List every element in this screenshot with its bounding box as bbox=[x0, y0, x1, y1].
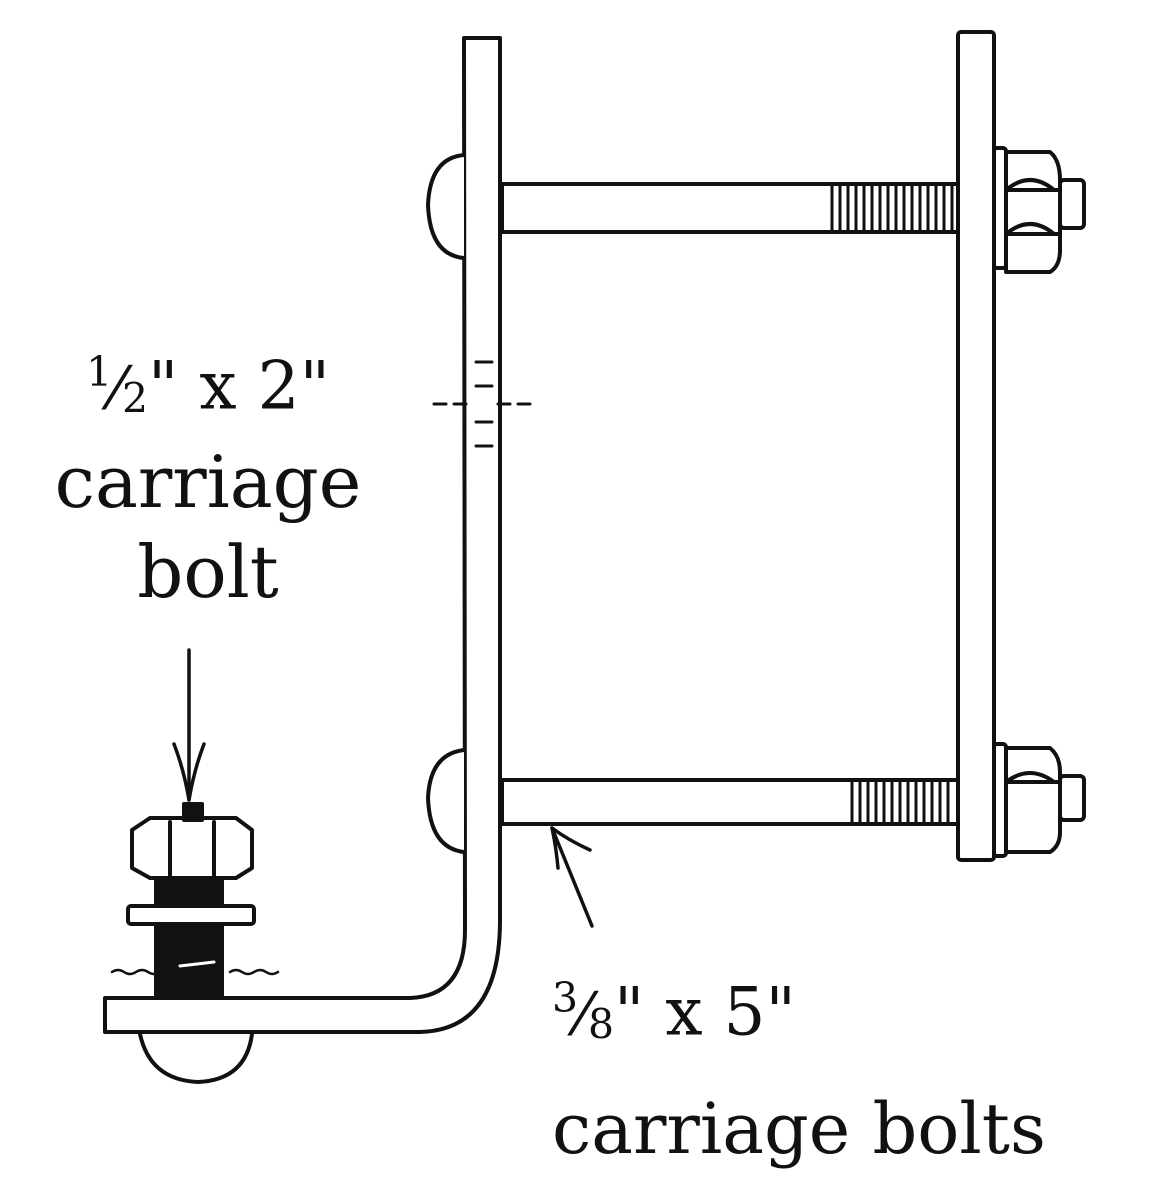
upper-bolt-shank bbox=[500, 182, 960, 234]
long-bolts-label: 3⁄8" x 5" bbox=[552, 978, 796, 1046]
lower-bolt-end bbox=[1058, 774, 1086, 822]
lower-bolt-head bbox=[426, 748, 466, 854]
lower-bolt-threads bbox=[850, 778, 950, 826]
long-bolts-arrow bbox=[550, 826, 594, 928]
short-bolt-shank bbox=[154, 866, 224, 1000]
upper-nut bbox=[1004, 150, 1062, 274]
long-bolts-line2: carriage bolts bbox=[552, 1088, 1046, 1170]
long-bolts-size: 3⁄8" x 5" bbox=[552, 978, 796, 1046]
hole-mark bbox=[432, 360, 532, 448]
small-bolt-size: 1⁄2" x 2" bbox=[18, 352, 398, 420]
small-bolt-line2: carriage bbox=[54, 439, 362, 524]
long-bolts-size-num: 3 bbox=[552, 974, 579, 1022]
l-bracket-strap bbox=[103, 36, 502, 1034]
lower-bolt-shank bbox=[500, 778, 960, 826]
small-bolt-size-rest: " x 2" bbox=[148, 347, 330, 425]
short-bolt-head bbox=[138, 1032, 254, 1084]
long-bolts-size-den: 8 bbox=[587, 1000, 614, 1049]
small-bolt-size-slash: ⁄ bbox=[112, 354, 123, 424]
right-clamp-plate bbox=[956, 30, 996, 862]
upper-long-bolt bbox=[426, 146, 1086, 274]
long-bolts-size-rest: " x 5" bbox=[613, 973, 796, 1051]
small-bolt-line3: bolt bbox=[137, 529, 279, 614]
long-bolts-size-slash: ⁄ bbox=[578, 980, 588, 1050]
small-bolt-size-num: 1 bbox=[86, 348, 113, 396]
short-bolt-washer bbox=[126, 904, 256, 926]
upper-bolt-threads bbox=[830, 182, 954, 234]
surface-line bbox=[110, 968, 280, 976]
upper-bolt-end bbox=[1058, 178, 1086, 230]
short-carriage-bolt bbox=[110, 802, 280, 1084]
small-bolt-label: 1⁄2" x 2" carriage bolt bbox=[18, 352, 398, 608]
small-bolt-arrow bbox=[172, 648, 206, 802]
lower-long-bolt bbox=[426, 742, 1086, 858]
short-bolt-nut bbox=[130, 816, 254, 880]
lower-nut bbox=[1004, 746, 1062, 854]
small-bolt-size-den: 2 bbox=[122, 374, 149, 423]
upper-bolt-head bbox=[426, 153, 466, 260]
